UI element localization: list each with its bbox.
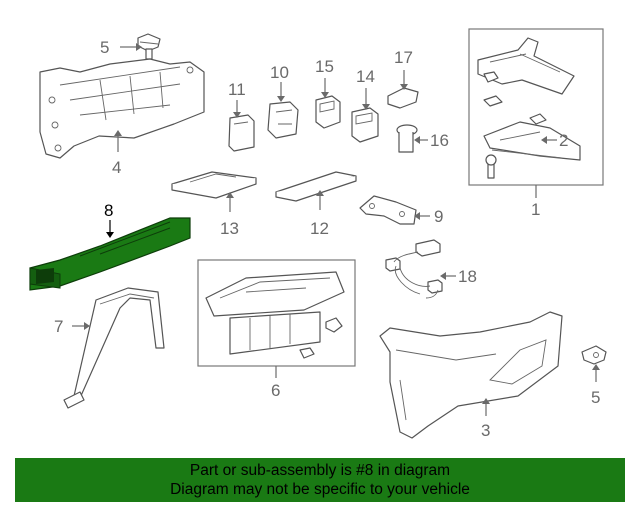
callout-10: 10 — [270, 63, 289, 82]
part-16-socket[interactable] — [396, 124, 418, 153]
callout-7: 7 — [54, 317, 63, 336]
banner-line-1: Part or sub-assembly is #8 in diagram — [189, 462, 451, 479]
part-7-support[interactable] — [63, 287, 165, 409]
part-8-duct-highlighted[interactable] — [29, 217, 191, 291]
callout-2: 2 — [559, 131, 568, 150]
info-banner: Part or sub-assembly is #8 in diagram Di… — [15, 458, 625, 502]
part-10-clip[interactable] — [267, 101, 299, 139]
part-1-bracket-assembly[interactable] — [477, 37, 581, 179]
callout-3: 3 — [481, 421, 490, 440]
callout-6: 6 — [271, 381, 280, 400]
callout-17: 17 — [394, 48, 413, 67]
part-15-switch[interactable] — [315, 95, 341, 129]
callout-5-bottom: 5 — [591, 388, 600, 407]
part-5-screw-top[interactable] — [137, 33, 161, 60]
callout-13: 13 — [220, 219, 239, 238]
part-17-cap[interactable] — [387, 87, 419, 109]
part-18-harness[interactable] — [385, 239, 443, 299]
part-4-bracket[interactable] — [39, 58, 205, 159]
part-9-bracket[interactable] — [359, 195, 417, 225]
callout-11: 11 — [228, 80, 246, 99]
callout-5-top: 5 — [100, 38, 109, 57]
callout-8: 8 — [104, 201, 113, 220]
callout-15: 15 — [315, 57, 334, 76]
callout-16: 16 — [430, 131, 449, 150]
parts-diagram: 5 4 11 10 15 14 — [29, 28, 607, 440]
callout-14: 14 — [356, 67, 375, 86]
banner-line-2: Diagram may not be specific to your vehi… — [170, 481, 470, 498]
part-6-console-box[interactable] — [205, 271, 345, 359]
part-12-mat[interactable] — [275, 171, 357, 202]
part-11-clip[interactable] — [228, 114, 255, 152]
callout-1: 1 — [531, 200, 540, 219]
part-5-clip-bottom[interactable] — [581, 345, 607, 365]
part-13-tray[interactable] — [171, 171, 257, 199]
callout-9: 9 — [434, 207, 443, 226]
callout-12: 12 — [310, 219, 329, 238]
callout-18: 18 — [458, 267, 477, 286]
part-14-switch[interactable] — [351, 107, 379, 143]
part-3-side-panel[interactable] — [379, 311, 563, 439]
callout-4: 4 — [112, 158, 121, 177]
